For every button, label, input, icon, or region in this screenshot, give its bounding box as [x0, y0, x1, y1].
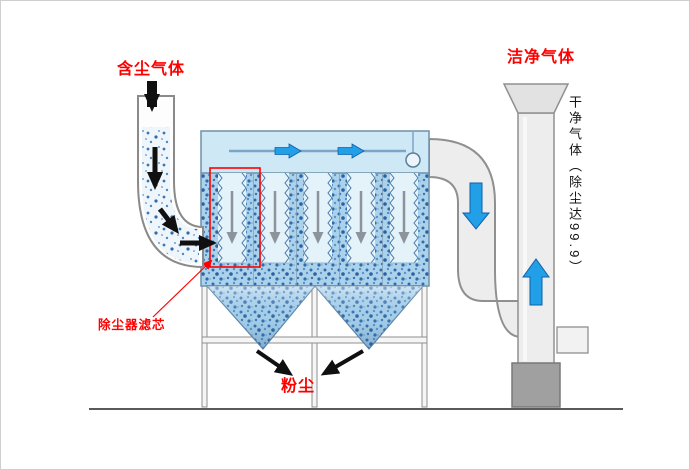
dust-fall-arrows: [255, 349, 365, 376]
hopper-left: [205, 285, 317, 350]
valve-circle-icon: [405, 152, 421, 168]
cartridge-highlight-box: [209, 167, 261, 268]
filter-cartridge: [217, 172, 247, 264]
dust-fall-left-arrow-icon: [255, 349, 294, 376]
dust-fall-right-arrow-icon: [320, 349, 365, 376]
label-dusty-gas: 含尘气体: [117, 61, 186, 78]
inlet-flow-arrows: [144, 81, 217, 251]
filter-cartridge: [303, 172, 333, 264]
label-clean-gas: 洁净气体: [507, 49, 576, 66]
plenum-flow-arrow-icon: [274, 143, 302, 159]
inlet-bend-arrow-icon: [158, 207, 180, 234]
chimney-cap: [502, 83, 570, 114]
stack-up-arrow-icon: [522, 258, 550, 306]
hopper-right: [313, 285, 425, 350]
label-filter-cartridge-callout: 除尘器滤芯: [98, 318, 166, 332]
outlet-duct: [428, 137, 522, 339]
plenum-flow-arrow-icon: [337, 143, 365, 159]
stack-side-box: [556, 326, 589, 354]
callout-leader-line: [152, 259, 213, 318]
filter-cartridge: [260, 172, 290, 264]
stack-base: [511, 362, 561, 408]
filter-housing: [200, 130, 430, 287]
support-frame: [201, 285, 428, 408]
plenum-pipe: [229, 132, 421, 168]
filter-cartridge: [389, 172, 419, 264]
label-dust: 粉尘: [281, 378, 316, 395]
label-clean-gas-note: 干净气体（除尘达99.9）: [566, 95, 582, 277]
filter-cartridge: [346, 172, 376, 264]
outlet-down-arrow-icon: [461, 182, 491, 230]
